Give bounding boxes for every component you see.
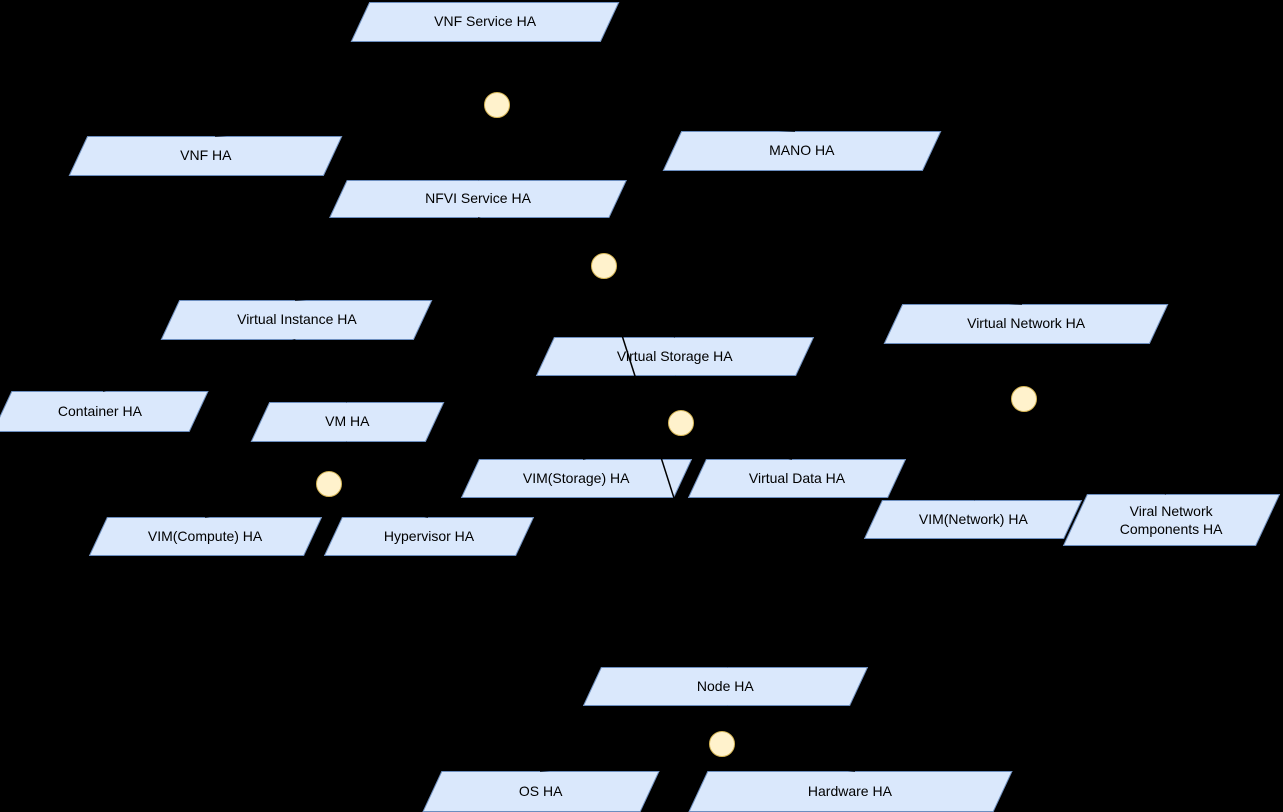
edge-line (477, 217, 605, 254)
virtual-storage-ha-label: Virtual Storage HA (617, 347, 733, 364)
edge-line (582, 435, 682, 460)
vnf-ha-shape: VNF HA (68, 136, 343, 176)
edge-line (1023, 411, 1167, 495)
node-ha-label: Node HA (697, 677, 754, 694)
vim-storage-ha-shape: VIM(Storage) HA (460, 459, 693, 498)
vnf-ha-label: VNF HA (179, 147, 232, 164)
junction-4-connector-dot (668, 410, 694, 436)
edge-line (721, 705, 729, 732)
vnf-service-ha-shape: VNF Service HA (350, 2, 620, 42)
edge-line (294, 278, 605, 301)
viral-network-components-ha-shape: Viral Network Components HA (1062, 494, 1281, 546)
virtual-instance-ha-label: Virtual Instance HA (236, 311, 357, 328)
edge-line (973, 411, 1025, 501)
container-ha-shape: Container HA (0, 391, 209, 432)
virtual-network-ha-shape: Virtual Network HA (883, 304, 1169, 344)
edge-line (721, 756, 856, 772)
virtual-data-ha-shape: Virtual Data HA (687, 459, 907, 498)
virtual-network-ha-label: Virtual Network HA (966, 315, 1085, 332)
edge-line (204, 496, 330, 518)
mano-ha-label: MANO HA (769, 142, 835, 159)
edge-line (496, 117, 796, 132)
os-ha-label: OS HA (519, 782, 563, 799)
vnf-service-ha-label: VNF Service HA (434, 13, 536, 30)
edge-line (214, 117, 498, 137)
virtual-data-ha-label: Virtual Data HA (748, 469, 846, 486)
hypervisor-ha-label: Hypervisor HA (383, 527, 475, 544)
nfvi-service-ha-label: NFVI Service HA (425, 190, 531, 207)
container-ha-label: Container HA (58, 402, 143, 419)
vim-compute-ha-shape: VIM(Compute) HA (88, 517, 323, 556)
os-ha-shape: OS HA (422, 771, 660, 812)
edge-line (674, 375, 682, 411)
vm-ha-shape: VM HA (250, 402, 445, 442)
vm-ha-label: VM HA (325, 413, 370, 430)
vim-compute-ha-label: VIM(Compute) HA (148, 527, 263, 544)
edge-line (477, 117, 498, 181)
hardware-ha-label: Hardware HA (808, 782, 893, 799)
vim-network-ha-shape: VIM(Network) HA (863, 500, 1083, 539)
edge-line (328, 496, 429, 518)
vim-network-ha-label: VIM(Network) HA (918, 510, 1028, 527)
edge-line (102, 339, 296, 392)
mano-ha-shape: MANO HA (662, 131, 942, 171)
nfvi-service-ha-shape: NFVI Service HA (329, 180, 627, 218)
edge-line (1021, 343, 1025, 387)
virtual-instance-ha-shape: Virtual Instance HA (160, 300, 433, 340)
edge-line (603, 278, 676, 338)
edge-line (680, 435, 793, 460)
hardware-ha-shape: Hardware HA (688, 771, 1013, 812)
edge-line (328, 441, 348, 472)
edge-line (539, 756, 723, 772)
vim-storage-ha-label: VIM(Storage) HA (523, 469, 630, 486)
hypervisor-ha-shape: Hypervisor HA (323, 517, 535, 556)
edge-line (603, 278, 1023, 305)
junction-3-connector-dot (316, 471, 342, 497)
junction-6-connector-dot (709, 731, 735, 757)
virtual-storage-ha-shape: Virtual Storage HA (535, 337, 815, 376)
junction-2-connector-dot (591, 253, 617, 279)
junction-1-connector-dot (484, 92, 510, 118)
edge-line (294, 339, 348, 403)
viral-network-components-ha-label: Viral Network Components HA (1120, 502, 1223, 537)
node-ha-shape: Node HA (582, 667, 869, 706)
junction-5-connector-dot (1011, 386, 1037, 412)
